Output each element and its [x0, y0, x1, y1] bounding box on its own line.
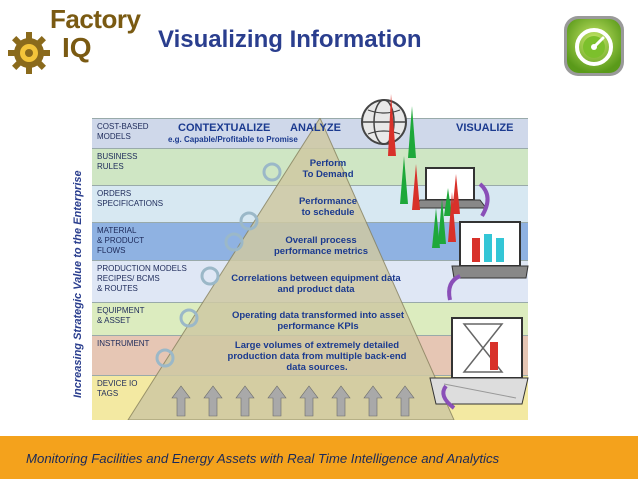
logo-text-factory: Factory — [50, 4, 141, 34]
logo-text-iq: IQ — [62, 32, 92, 63]
gauge-icon — [564, 16, 624, 76]
footer-bar — [0, 436, 638, 479]
header-contextualize: CONTEXTUALIZE — [178, 122, 271, 134]
band-label: INSTRUMENT — [97, 339, 150, 348]
cycle-arrows — [155, 162, 282, 368]
pyramid-text-performance-schedule: Performance to schedule — [298, 196, 358, 218]
pyramid-shape — [127, 118, 455, 420]
band-label: EQUIPMENT & ASSET — [97, 306, 145, 325]
laptop-icon-2 — [451, 221, 529, 279]
pyramid-text-large-volumes: Large volumes of extremely detailed prod… — [227, 340, 407, 373]
band-label: PRODUCTION MODELS RECIPES/ BCMS & ROUTES — [97, 264, 187, 293]
gear-icon — [8, 32, 50, 74]
header-example: e.g. Capable/Profitable to Promise — [168, 135, 298, 144]
value-pyramid-diagram: COST-BASED MODELS BUSINESS RULES ORDERS … — [92, 118, 528, 420]
pyramid-text-perform-to-demand: Perform To Demand — [302, 158, 354, 180]
side-axis-label: Increasing Strategic Value to the Enterp… — [72, 170, 84, 398]
pyramid-text-process-metrics: Overall process performance metrics — [274, 235, 368, 257]
header-analyze: ANALYZE — [290, 122, 341, 134]
footer-text: Monitoring Facilities and Energy Assets … — [26, 451, 500, 466]
band-label: COST-BASED MODELS — [97, 122, 149, 141]
green-spike-icon — [408, 106, 416, 158]
globe-icon — [361, 99, 407, 145]
laptop-icon-3 — [429, 317, 529, 405]
band-label: MATERIAL & PRODUCT FLOWS — [97, 226, 145, 255]
band-label: BUSINESS RULES — [97, 152, 138, 171]
pyramid-text-correlations: Correlations between equipment data and … — [231, 273, 401, 295]
band-label: DEVICE IO TAGS — [97, 379, 138, 398]
factory-iq-logo: Factory IQ — [6, 4, 141, 74]
red-spike-icon — [388, 94, 396, 156]
header-visualize: VISUALIZE — [456, 122, 514, 134]
upward-arrows — [171, 385, 415, 417]
purple-arrows — [441, 182, 490, 410]
band-label: ORDERS SPECIFICATIONS — [97, 189, 164, 208]
visualization-illustrations — [361, 94, 529, 410]
pyramid-text-operating-data: Operating data transformed into asset pe… — [231, 310, 405, 332]
page-title: Visualizing Information — [158, 26, 422, 53]
